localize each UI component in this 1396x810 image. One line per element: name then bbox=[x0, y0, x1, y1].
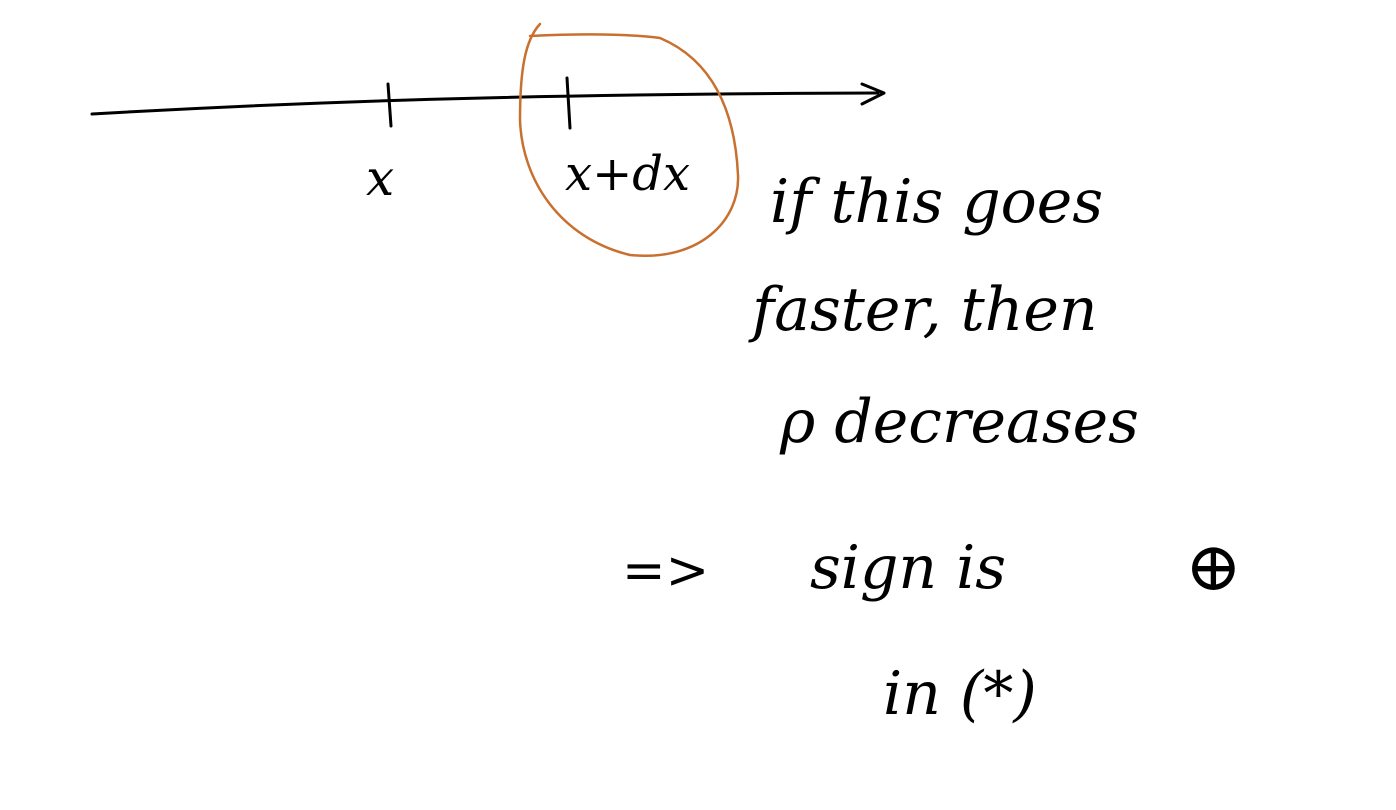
note-line-1: if this goes bbox=[770, 167, 1103, 237]
highlight-circle bbox=[518, 22, 740, 258]
implies-arrow: => bbox=[622, 541, 709, 601]
tick-mark-x bbox=[386, 82, 393, 128]
tick-mark-x-plus-dx bbox=[565, 76, 572, 130]
note-line-2: faster, then bbox=[748, 275, 1098, 345]
sign-is-text: sign is bbox=[810, 533, 1006, 603]
tick-label-x: x bbox=[366, 149, 394, 207]
tick-label-x-plus-dx: x+dx bbox=[565, 146, 690, 202]
number-line-axis bbox=[90, 91, 880, 116]
sign-is-text-symbol: ⊕ bbox=[1185, 528, 1242, 607]
note-line-3: ρ decreases bbox=[779, 387, 1139, 457]
number-line-arrowhead bbox=[860, 82, 886, 106]
location-reference: in (*) bbox=[883, 659, 1037, 729]
